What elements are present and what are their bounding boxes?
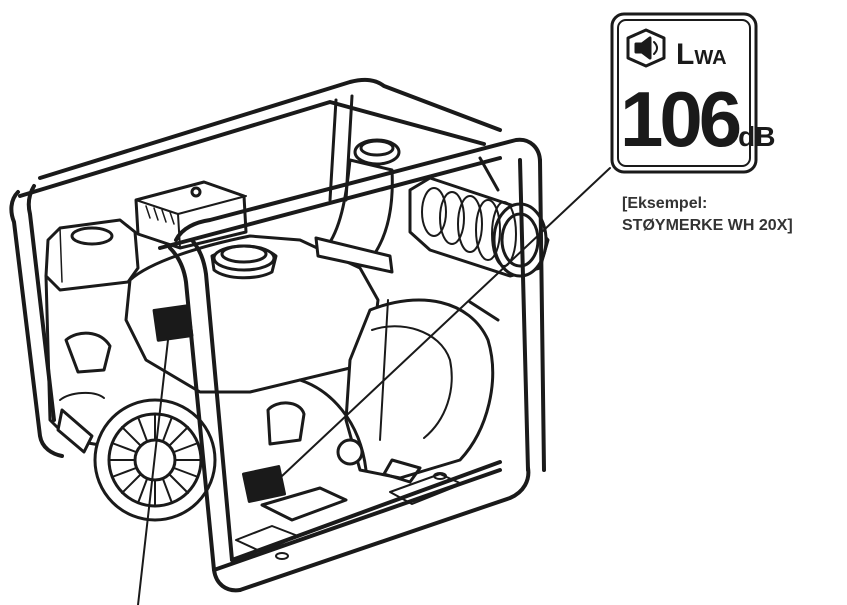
caption-line-1: [Eksempel: [622, 195, 708, 212]
noise-label-housing [241, 465, 287, 503]
leader-line-bottom [137, 339, 169, 605]
sound-power-unit: dB [738, 121, 776, 152]
speaker-sound-icon [626, 28, 666, 68]
engine-block [44, 218, 140, 454]
sound-power-symbol: LWA [676, 38, 727, 71]
discharge-pipe [314, 138, 401, 274]
frame [9, 77, 546, 593]
leader-line-label [281, 167, 611, 477]
suction-port [408, 156, 550, 322]
base-plate [235, 472, 463, 560]
noise-label-tank [152, 304, 194, 342]
fuel-tank [124, 234, 380, 394]
sound-power-number: 106 [620, 75, 742, 163]
sound-power-value: 106dB [620, 80, 775, 158]
pump-housing [260, 298, 495, 522]
example-caption: [Eksempel: STØYMERKE WH 20X] [622, 193, 793, 237]
caption-line-2: STØYMERKE WH 20X] [622, 217, 793, 234]
